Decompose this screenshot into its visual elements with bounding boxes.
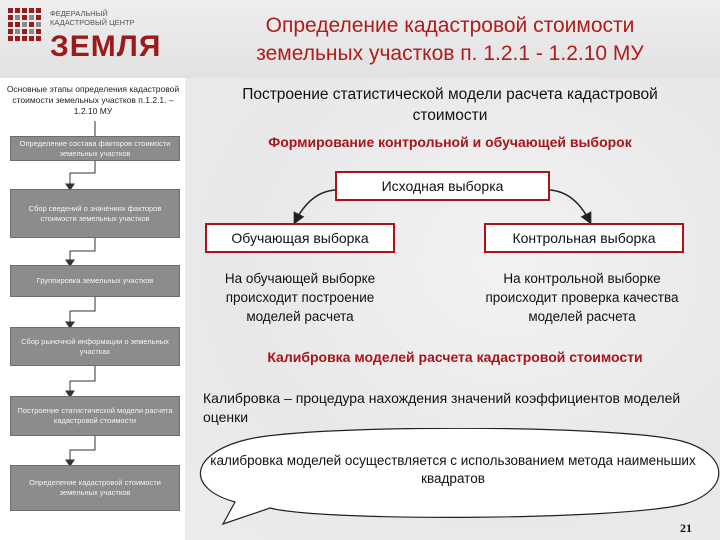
step-factors: Определение состава факторов стоимости з…: [10, 136, 180, 161]
logo-subtitle: ФЕДЕРАЛЬНЫЙ КАДАСТРОВЫЙ ЦЕНТР: [50, 9, 135, 27]
subsection-heading: Формирование контрольной и обучающей выб…: [268, 134, 632, 150]
page-title: Определение кадастровой стоимости земель…: [256, 14, 644, 65]
calibration-heading: Калибровка моделей расчета кадастровой с…: [267, 349, 643, 365]
section-heading: Построение статистической модели расчета…: [242, 86, 658, 124]
step-market-info: Сбор рыночной информации о земельных уча…: [10, 327, 180, 366]
sidebar-heading: Основные этапы определения кадастровой с…: [6, 84, 180, 116]
step-determine-value: Определение кадастровой стоимости земель…: [10, 465, 180, 511]
training-sample-box: Обучающая выборка: [205, 223, 395, 253]
logo-name: ЗЕМЛЯ: [50, 30, 162, 63]
header-background: [0, 0, 720, 78]
control-sample-box: Контрольная выборка: [484, 223, 684, 253]
training-description: На обучающей выборке происходит построен…: [224, 271, 376, 324]
logo-grid-icon: [8, 8, 41, 41]
calibration-note: калибровка моделей осуществляется с испо…: [210, 453, 696, 486]
step-build-model: Построение статистической модели расчета…: [10, 396, 180, 436]
page-number: 21: [680, 521, 692, 535]
step-grouping: Группировка земельных участков: [10, 265, 180, 297]
step-collect-factors: Сбор сведений о значениях факторов стоим…: [10, 189, 180, 238]
control-description: На контрольной выборке происходит провер…: [485, 271, 679, 324]
calibration-definition: Калибровка – процедура нахождения значен…: [203, 390, 681, 425]
source-sample-box: Исходная выборка: [335, 171, 550, 201]
